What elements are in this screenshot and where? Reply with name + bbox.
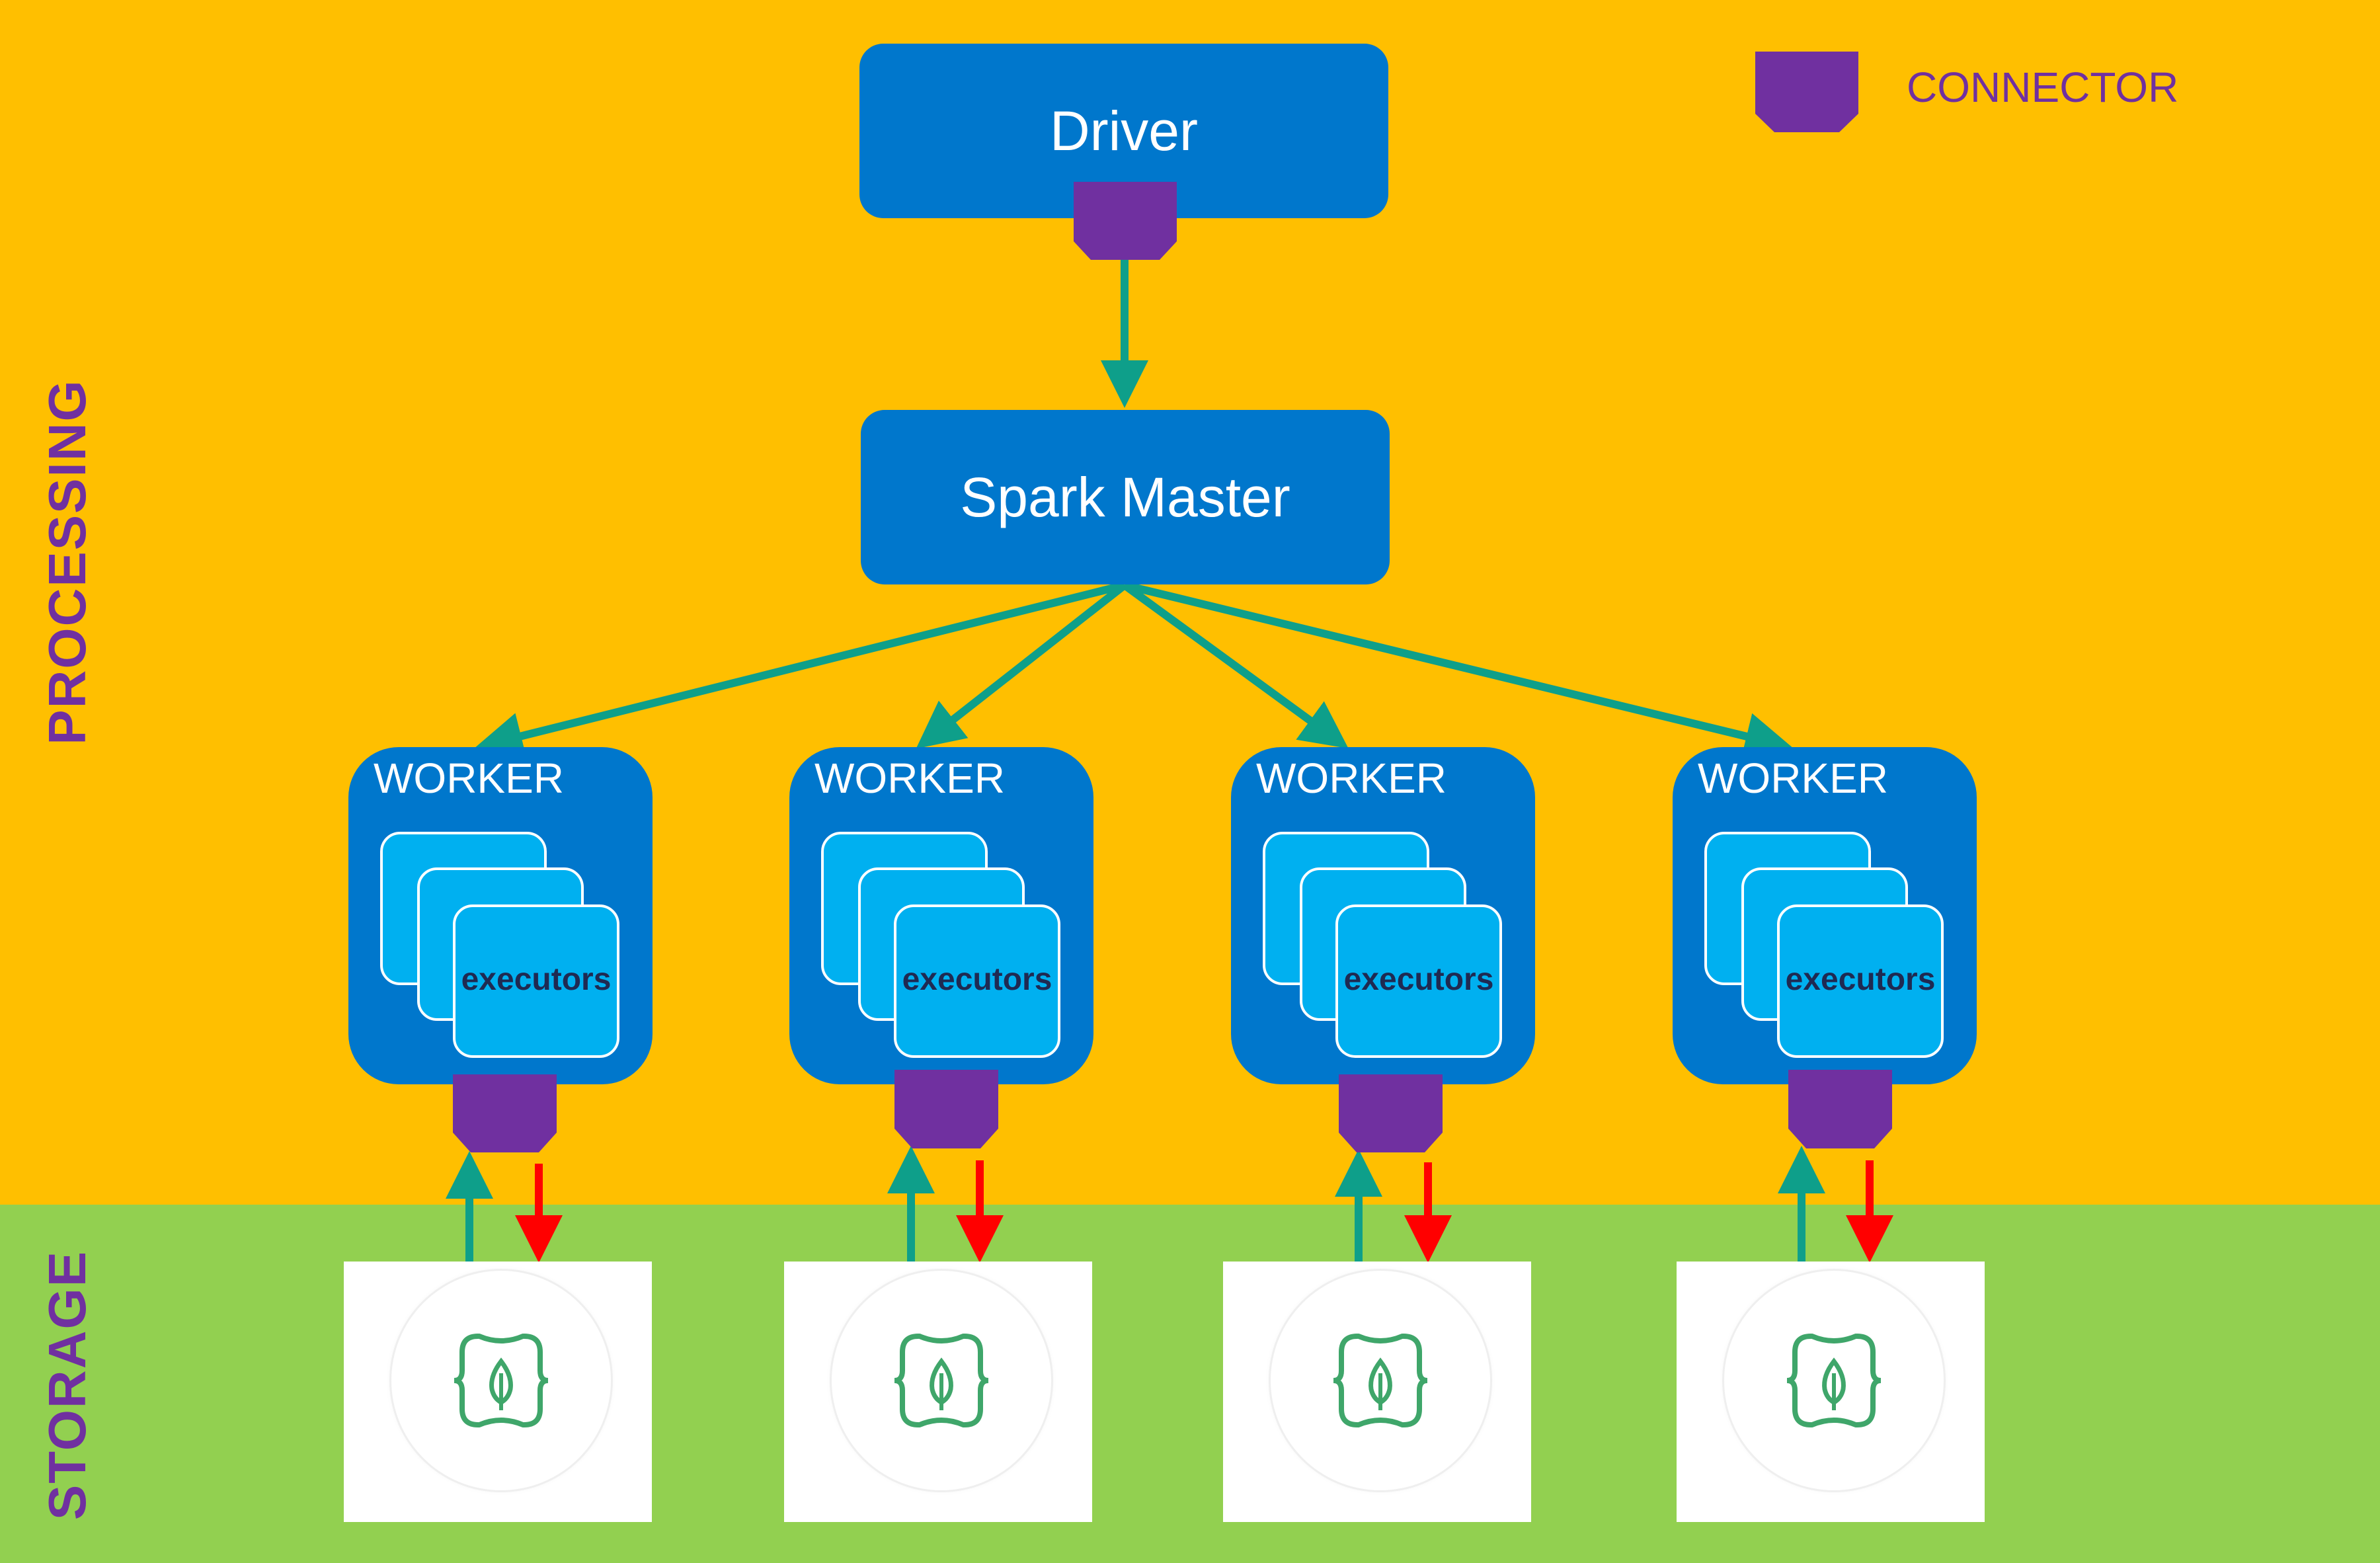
executors-label: executors: [1785, 962, 1936, 997]
executors-label: executors: [461, 962, 612, 997]
executor-card-front: executors: [453, 904, 619, 1058]
worker-node-4: WORKER executors: [1673, 747, 1977, 1084]
driver-label: Driver: [1050, 99, 1198, 162]
spark-master-label: Spark Master: [960, 465, 1290, 528]
executors-label: executors: [902, 962, 1052, 997]
mongodb-leaf-database-icon: [894, 1334, 989, 1427]
executors-label: executors: [1343, 962, 1494, 997]
storage-section-label: STORAGE: [38, 1250, 97, 1521]
storage-node-3: [1223, 1262, 1531, 1522]
executor-card-front: executors: [894, 904, 1060, 1058]
worker-label: WORKER: [814, 754, 1005, 802]
mongodb-leaf-database-icon: [1333, 1334, 1428, 1427]
worker-node-3: WORKER executors: [1231, 747, 1535, 1084]
mongodb-leaf-database-icon: [1786, 1334, 1882, 1427]
spark-master-node: Spark Master: [861, 410, 1390, 584]
worker-label: WORKER: [1256, 754, 1447, 802]
worker-label: WORKER: [1698, 754, 1888, 802]
storage-node-2: [784, 1262, 1092, 1522]
executor-card-front: executors: [1777, 904, 1944, 1058]
executor-card-front: executors: [1335, 904, 1502, 1058]
storage-node-4: [1677, 1262, 1985, 1522]
driver-node: Driver: [859, 44, 1388, 218]
legend-connector-label: CONNECTOR: [1907, 63, 2179, 111]
worker-node-2: WORKER executors: [789, 747, 1093, 1084]
processing-section-label: PROCESSING: [38, 379, 97, 745]
worker-label: WORKER: [374, 754, 564, 802]
worker-node-1: WORKER executors: [348, 747, 653, 1084]
mongodb-leaf-database-icon: [454, 1334, 549, 1427]
storage-node-1: [344, 1262, 652, 1522]
